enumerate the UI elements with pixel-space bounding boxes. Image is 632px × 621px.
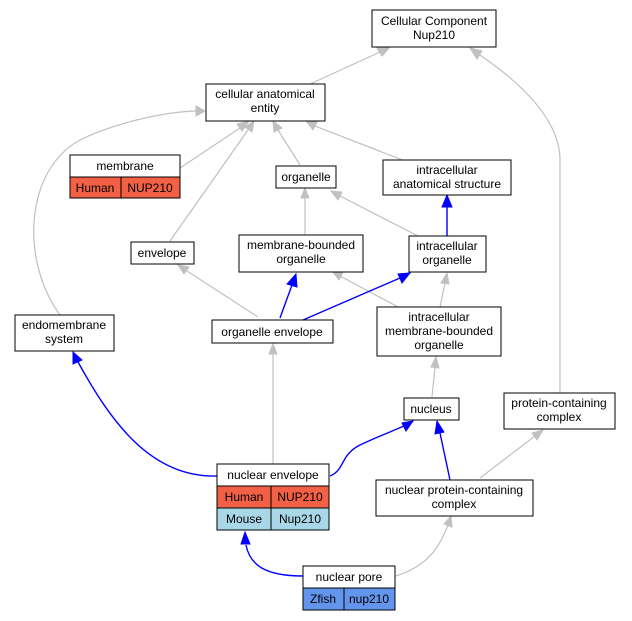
node-nuclear-protein-containing-complex[interactable]: nuclear protein-containing complex — [375, 479, 534, 517]
node-membrane-bounded-organelle[interactable]: membrane-bounded organelle — [238, 234, 364, 273]
node-intracellular-membrane-bounded-organelle[interactable]: intracellular membrane-bounded organelle — [376, 306, 502, 357]
node-endomembrane-system[interactable]: endomembrane system — [14, 314, 115, 352]
edge-imbo-io — [439, 271, 450, 308]
node-protein-containing-complex[interactable]: protein-containing complex — [503, 392, 616, 430]
node-label: Cellular Component — [381, 14, 488, 28]
node-label: membrane — [96, 159, 154, 173]
node-organelle-envelope[interactable]: organelle envelope — [211, 319, 334, 344]
species-label: Human — [225, 490, 264, 504]
node-label: organelle envelope — [221, 325, 323, 339]
node-label: cellular anatomical — [215, 87, 314, 101]
edge-es-cae — [33, 110, 197, 316]
node-label: anatomical structure — [393, 177, 501, 191]
node-organelle[interactable]: organelle — [275, 165, 337, 189]
node-label: protein-containing — [511, 396, 606, 410]
edge-nucleus-imbo — [430, 355, 440, 398]
node-intracellular-anatomical-structure[interactable]: intracellular anatomical structure — [382, 159, 512, 196]
node-label: membrane-bounded — [247, 238, 355, 252]
species-label: Human — [76, 181, 115, 195]
edge-mbo-organelle — [300, 186, 310, 235]
edge-es-cae-arrow — [195, 105, 207, 117]
edge-pcc-cc-arrow — [468, 47, 483, 60]
edge-ne-nucleus-arrow — [401, 420, 415, 432]
edge-oe-envelope — [176, 264, 259, 318]
edge-ne-es — [77, 361, 218, 477]
edge-oe-mbo — [279, 272, 298, 319]
edge-io-organelle — [329, 190, 419, 237]
node-label: complex — [537, 410, 582, 424]
node-label: nuclear pore — [316, 570, 383, 584]
node-label: Nup210 — [413, 28, 455, 42]
node-label: entity — [251, 101, 280, 115]
gene-cell — [120, 176, 181, 199]
gene-cell — [270, 507, 330, 531]
node-label: nuclear envelope — [227, 468, 319, 482]
edge-envelope-cae — [169, 119, 255, 242]
node-label: intracellular — [416, 239, 477, 253]
node-label: membrane-bounded — [385, 324, 493, 338]
node-label: complex — [432, 497, 477, 511]
gene-label: Nup210 — [279, 512, 321, 526]
gene-label: NUP210 — [127, 181, 173, 195]
edge-ne-nucleus — [329, 425, 405, 477]
node-cellular-anatomical-entity[interactable]: cellular anatomical entity — [205, 83, 326, 122]
node-label: organelle — [281, 170, 331, 184]
node-cellular-component[interactable]: Cellular Component Nup210 — [371, 9, 497, 48]
edge-ias-cae — [304, 120, 406, 162]
edge-io-ias — [441, 193, 453, 236]
edge-np-ne-arrow — [240, 530, 251, 545]
node-nuclear-envelope[interactable]: nuclear envelope Human NUP210 Mouse Nup2… — [216, 463, 330, 531]
node-label: intracellular — [408, 310, 469, 324]
edge-ne-oe — [268, 342, 278, 464]
edge-np-ne — [245, 544, 304, 577]
node-nucleus[interactable]: nucleus — [403, 397, 460, 421]
gene-label: nup210 — [349, 592, 389, 606]
node-label: nuclear protein-containing — [385, 483, 523, 497]
node-label: system — [45, 332, 83, 346]
edge-cae-cc — [309, 46, 392, 85]
node-label: organelle — [414, 338, 464, 352]
node-label: nucleus — [410, 402, 451, 416]
edge-np-npcc-arrow — [443, 514, 453, 528]
node-nuclear-pore[interactable]: nuclear pore Zfish nup210 — [302, 565, 396, 611]
gene-label: NUP210 — [277, 490, 323, 504]
node-label: organelle — [422, 253, 472, 267]
node-membrane[interactable]: membrane Human NUP210 — [69, 154, 181, 199]
edge-pcc-cc — [479, 54, 561, 393]
node-label: envelope — [138, 246, 187, 260]
node-label: endomembrane — [22, 318, 106, 332]
gene-cell — [343, 587, 396, 611]
edge-oe-io — [302, 272, 412, 321]
edge-np-npcc — [395, 524, 449, 577]
node-envelope[interactable]: envelope — [130, 241, 195, 265]
edge-npcc-nucleus — [434, 419, 451, 481]
edge-ne-es-arrow — [72, 350, 83, 365]
node-label: intracellular — [416, 163, 477, 177]
edge-organelle-cae — [272, 119, 301, 166]
edge-npcc-pcc — [479, 429, 545, 479]
node-label: organelle — [276, 252, 326, 266]
species-label: Mouse — [226, 512, 262, 526]
edge-membrane-cae — [179, 120, 251, 169]
node-intracellular-organelle[interactable]: intracellular organelle — [408, 235, 487, 273]
species-label: Zfish — [310, 592, 336, 606]
